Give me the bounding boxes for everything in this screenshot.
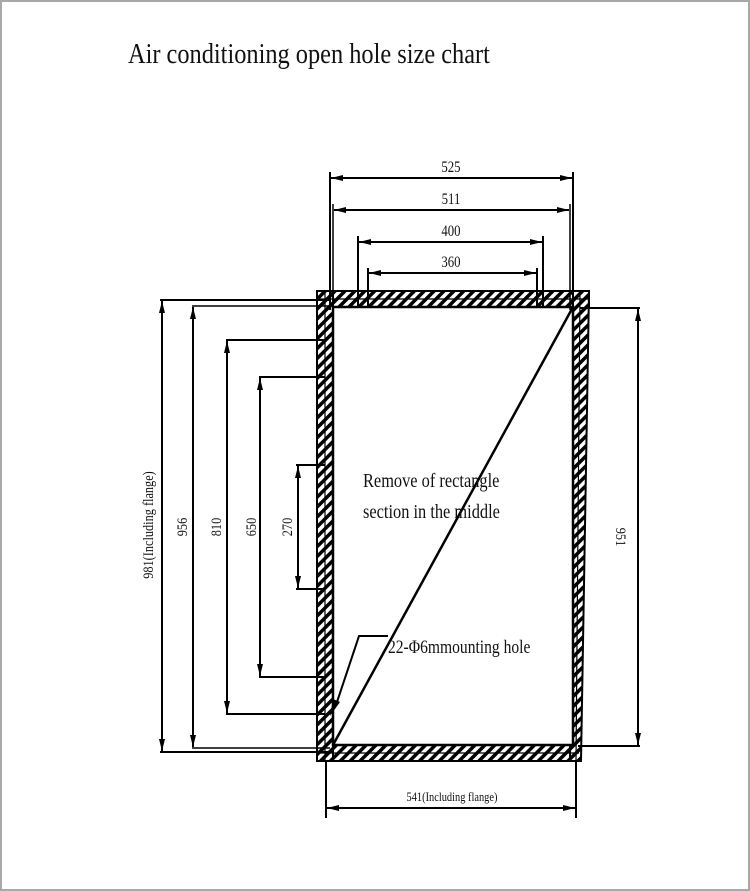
dim-360-label: 360 [441,254,460,272]
mounting-hole-label: 22-Φ6mmounting hole [388,637,531,658]
dim-650-label: 650 [243,518,259,537]
dim-541-label: 541(Including flange) [407,790,498,804]
dim-951-label: 951 [613,528,629,547]
dim-956-label: 956 [174,518,190,537]
diagonal-line [331,306,575,746]
remove-section-label-line2: section in the middle [363,501,500,523]
mounting-hole-leader [330,635,388,716]
dim-511-label: 511 [442,191,461,209]
dim-981-label: 981(Including flange) [140,471,157,578]
dim-270-label: 270 [279,518,295,537]
bottom-dimension [325,762,577,818]
dim-810-label: 810 [208,518,224,537]
dim-525-label: 525 [441,159,460,177]
right-dimension [578,307,641,747]
top-dimensions [329,172,574,310]
remove-section-label-line1: Remove of rectangle [363,470,499,492]
left-dimensions [159,299,330,753]
dim-400-label: 400 [441,223,460,241]
diagram-title: Air conditioning open hole size chart [128,38,490,70]
